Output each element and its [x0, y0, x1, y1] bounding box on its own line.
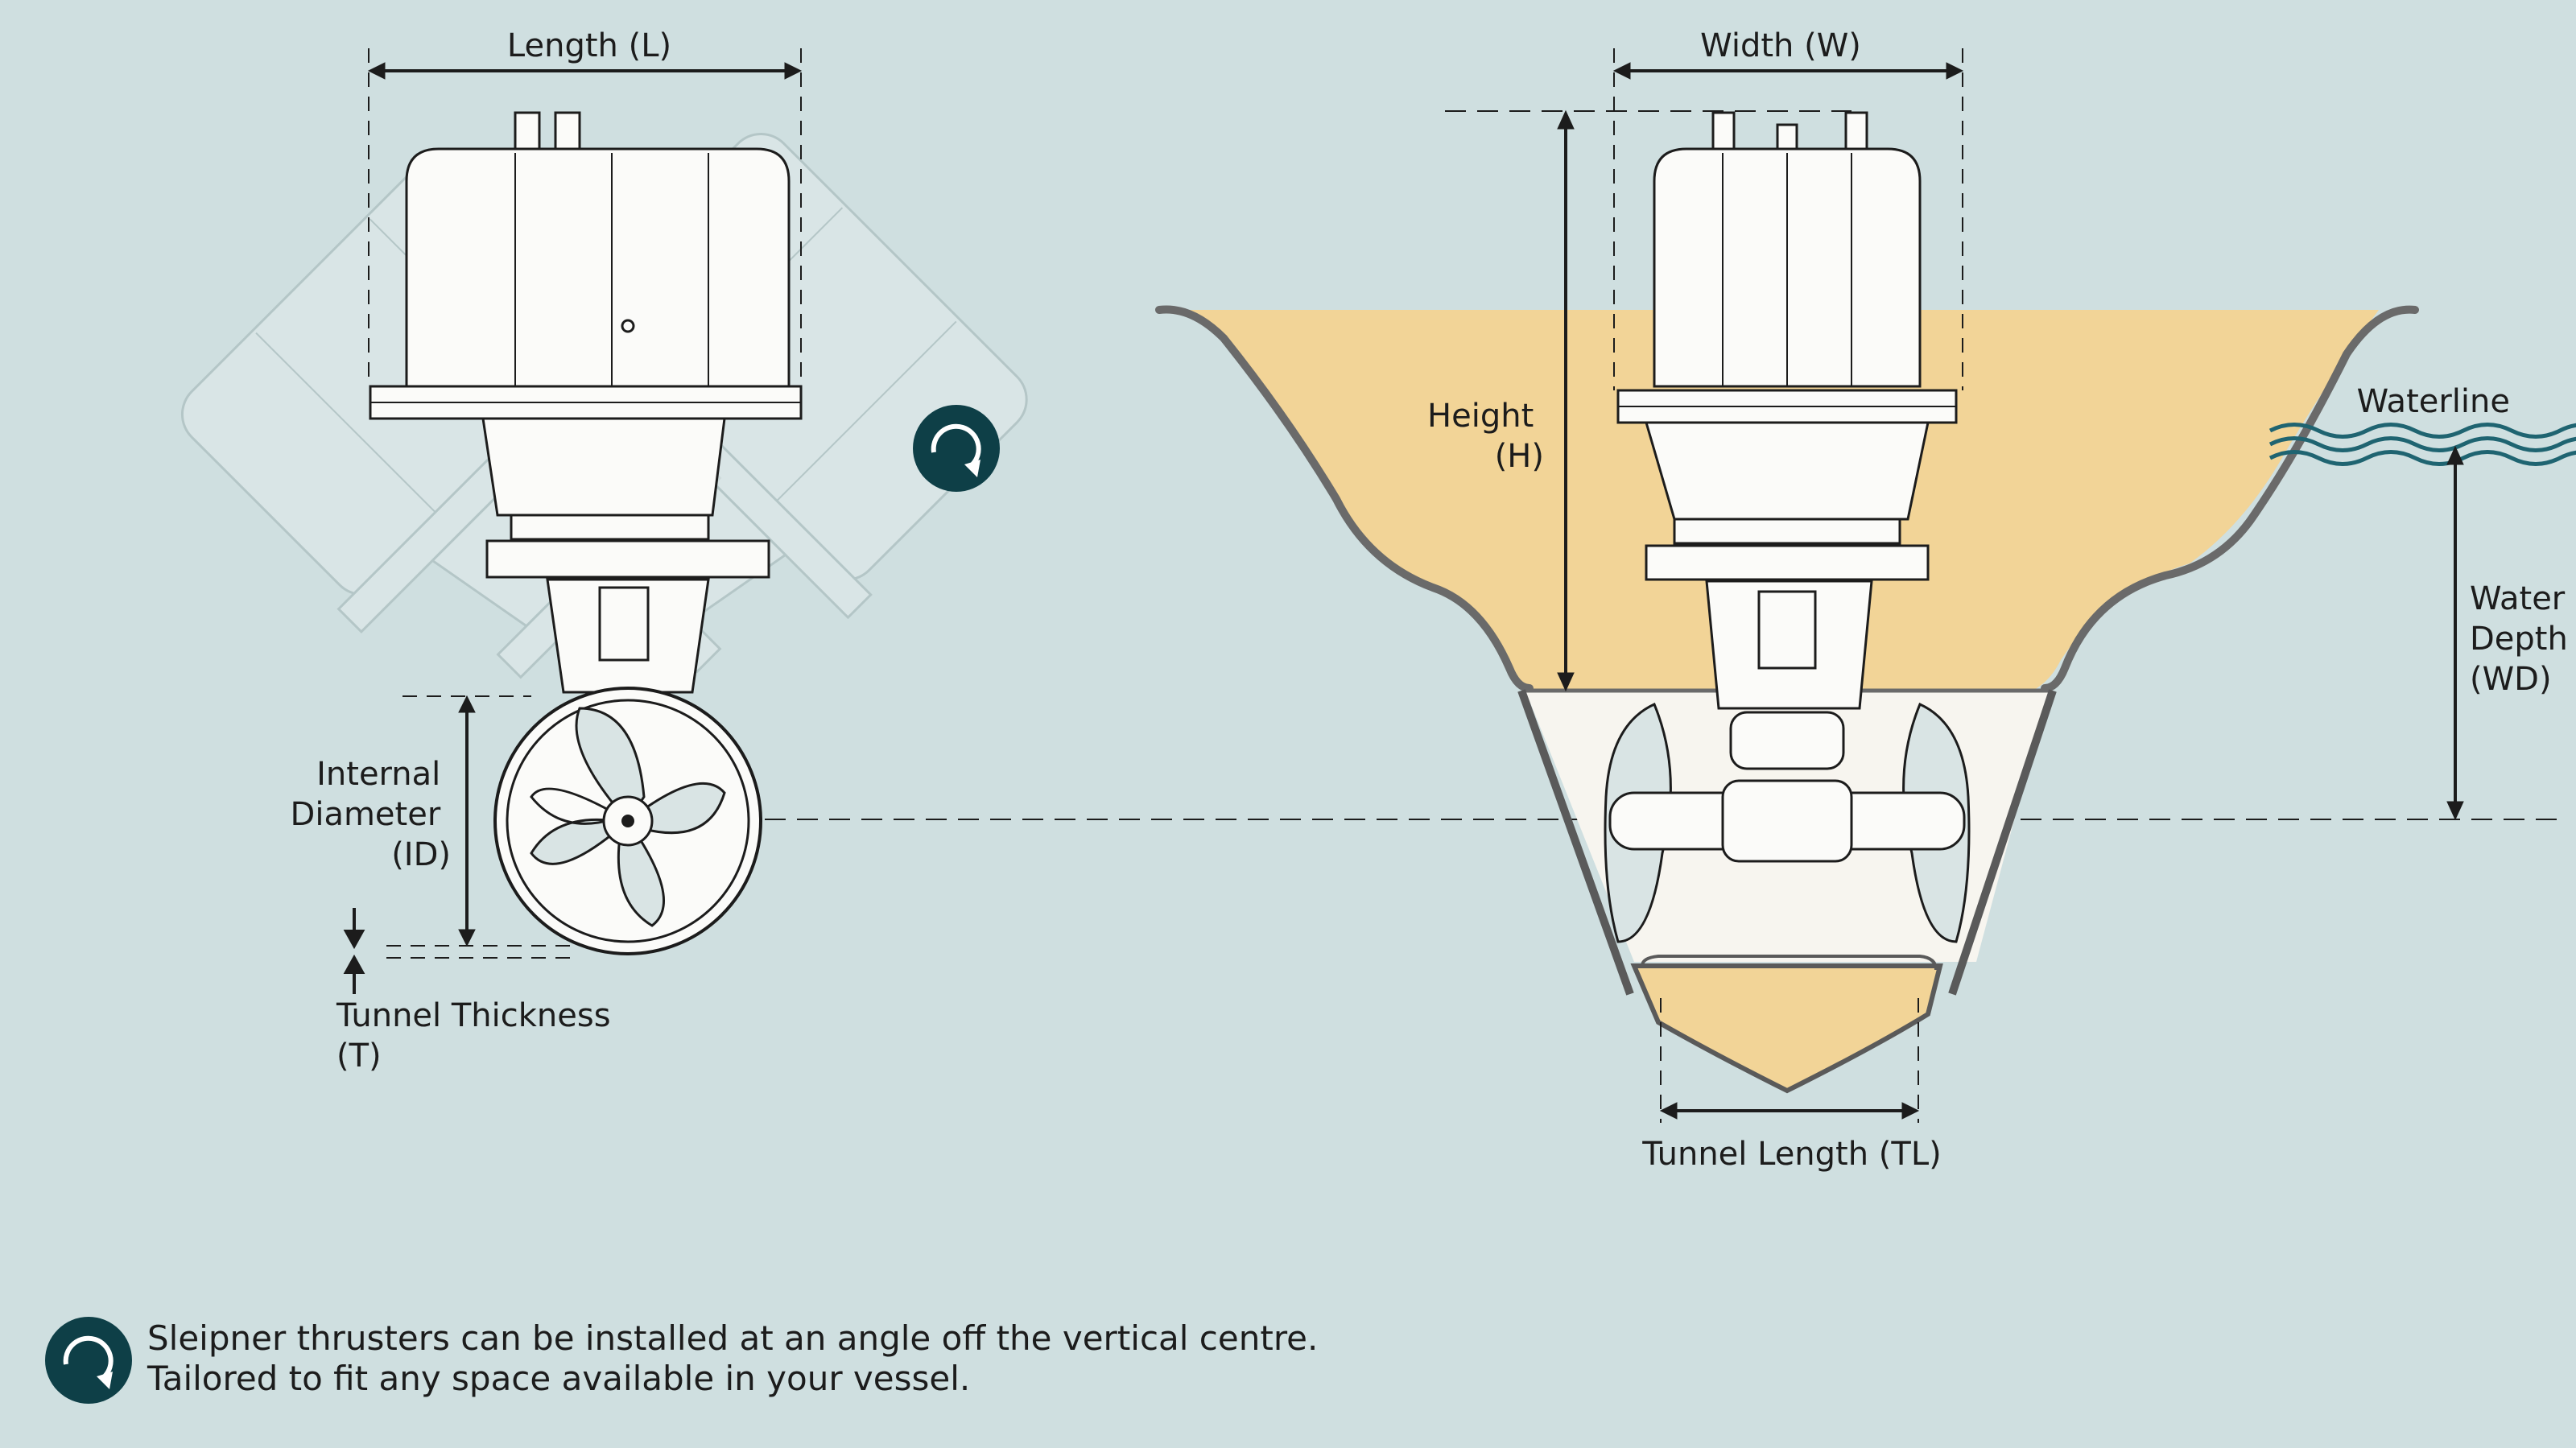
- length-dimension: [367, 48, 803, 386]
- water-depth-dimension: [2446, 445, 2464, 821]
- right-hull-view: Waterline Water Depth (WD) Width (W) Hei: [1155, 27, 2576, 1173]
- tunnel-thickness-dimension: [343, 908, 365, 994]
- internal-diameter-label: Internal Diameter (ID): [291, 756, 451, 873]
- footer-line-1: Sleipner thrusters can be installed at a…: [147, 1318, 1318, 1358]
- keel-section: [1630, 963, 1943, 1094]
- tunnel-thickness-label: Tunnel Thickness (T): [336, 997, 621, 1075]
- height-dimension: [1445, 109, 1852, 692]
- thruster-side-view: [369, 111, 803, 694]
- width-label: Width (W): [1700, 27, 1861, 64]
- rotate-icon: [913, 405, 1000, 492]
- width-dimension: [1612, 48, 1964, 390]
- internal-diameter-dimension: [386, 695, 580, 959]
- tunnel-length-label: Tunnel Length (TL): [1641, 1136, 1941, 1173]
- height-label: Height (H): [1427, 398, 1544, 475]
- footer-line-2: Tailored to fit any space available in y…: [147, 1359, 970, 1398]
- length-label: Length (L): [507, 27, 671, 64]
- footer-note: Sleipner thrusters can be installed at a…: [45, 1317, 1318, 1404]
- rotate-icon: [45, 1317, 132, 1404]
- waterline-label: Waterline: [2357, 383, 2510, 420]
- tunnel-front-view: [493, 687, 762, 955]
- left-thruster-view: Length (L) Internal Diameter (ID) Tunnel…: [180, 27, 1028, 1075]
- thruster-front-view: [1604, 111, 1971, 943]
- waterline-waves: [2268, 423, 2576, 466]
- water-depth-label: Water Depth (WD): [2470, 580, 2576, 698]
- tunnel-length-dimension: [1659, 998, 1920, 1123]
